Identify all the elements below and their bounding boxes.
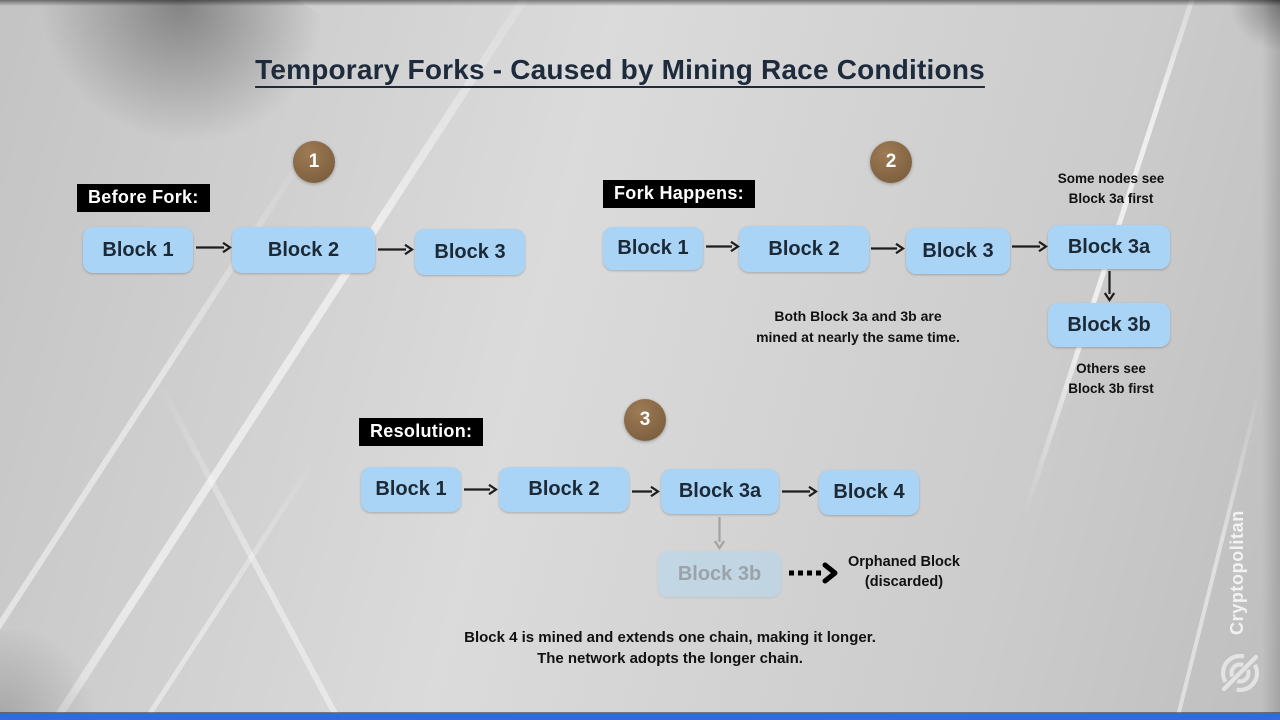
brand-logo-icon: [1220, 653, 1260, 693]
note-others-see: Others see Block 3b first: [1068, 361, 1154, 397]
arrow-right-icon: [871, 242, 905, 255]
page-title: Temporary Forks - Caused by Mining Race …: [255, 54, 985, 85]
arrow-right-icon: [706, 240, 740, 253]
step-badge-3: 3: [624, 399, 666, 441]
section-label-fork-happens: Fork Happens:: [603, 180, 755, 208]
section-label-resolution: Resolution:: [359, 418, 484, 446]
note-orphaned-block: Orphaned Block (discarded): [848, 554, 960, 591]
block-1: Block 1: [83, 227, 193, 273]
watermark-brand: Cryptopolitan: [1227, 510, 1247, 636]
dark-corner-wedge: [1220, 0, 1280, 60]
arrow-right-icon: [378, 243, 414, 256]
step-badge-2: 2: [870, 141, 912, 183]
block-1: Block 1: [361, 467, 461, 512]
arrow-right-icon: [782, 485, 818, 498]
block-3: Block 3: [906, 228, 1010, 274]
arrow-right-icon: [1012, 240, 1048, 253]
block-2: Block 2: [739, 226, 869, 272]
block-1: Block 1: [603, 227, 703, 270]
block-2: Block 2: [232, 227, 375, 273]
right-edge-shadow: [1262, 0, 1280, 720]
note-some-nodes: Some nodes see Block 3a first: [1057, 171, 1165, 207]
dark-corner-wedge: [0, 630, 120, 720]
dotted-arrow-icon: [789, 562, 838, 584]
faded-arrow-down-icon: [713, 517, 726, 550]
block-3a: Block 3a: [661, 469, 779, 514]
orphaned-block-3b: Block 3b: [658, 551, 781, 597]
block-3b: Block 3b: [1048, 303, 1170, 347]
note-both-blocks: Both Block 3a and 3b are mined at nearly…: [756, 308, 960, 345]
block-4: Block 4: [819, 470, 919, 515]
block-2: Block 2: [499, 467, 629, 512]
arrow-right-icon: [464, 483, 498, 496]
arrow-right-icon: [196, 241, 232, 254]
section-label-before-fork: Before Fork:: [77, 184, 210, 212]
accent-bar: [0, 713, 1280, 720]
step-badge-1: 1: [293, 141, 335, 183]
arrow-right-icon: [632, 485, 660, 498]
arrow-down-icon: [1103, 271, 1116, 302]
block-3: Block 3: [415, 229, 525, 275]
block-3a: Block 3a: [1048, 225, 1170, 269]
note-resolution-footnote: Block 4 is mined and extends one chain, …: [464, 629, 876, 667]
top-edge-shadow: [0, 0, 1280, 6]
